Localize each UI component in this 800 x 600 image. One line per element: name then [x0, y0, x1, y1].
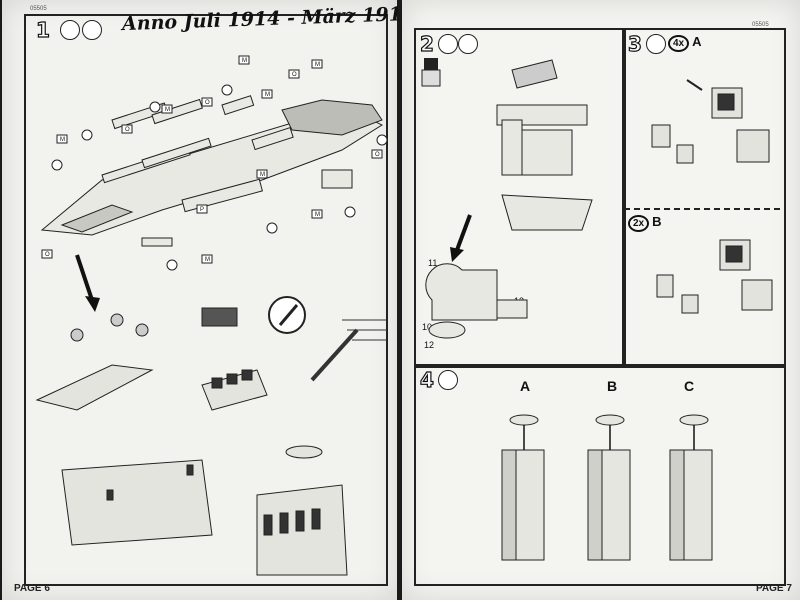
step-3-number: 3 [627, 31, 642, 56]
turret-base-part [35, 364, 154, 411]
svg-text:M: M [165, 107, 170, 113]
column-label-c: C [684, 378, 695, 394]
svg-text:M: M [60, 137, 65, 143]
column-label-b: B [607, 378, 618, 394]
left-page: 05505 1 Anno Juli 1914 - März 1915 M O M [2, 0, 415, 600]
step-3-frame [622, 28, 786, 368]
paint-brush-icon [82, 20, 102, 40]
hull-side-part [61, 459, 213, 546]
step-4-number: 4 [419, 367, 434, 392]
svg-text:O: O [375, 152, 380, 158]
vent-part [201, 307, 238, 327]
svg-text:O: O [125, 127, 130, 133]
svg-text:M: M [315, 62, 320, 68]
bridge-column-part [501, 119, 523, 176]
bridge-label: 11 [428, 258, 438, 268]
glue-icon [438, 370, 458, 390]
svg-text:M: M [205, 257, 210, 263]
column-label-a: A [520, 378, 531, 394]
paint-brush-icon [458, 34, 478, 54]
gun-turret-a-assembled-part [736, 129, 770, 163]
bridge-front-part [521, 129, 573, 176]
step-1-frame [24, 14, 388, 586]
side-wall-part [181, 178, 263, 213]
page-code: 05505 [30, 6, 47, 12]
glue-icon [438, 34, 458, 54]
railing-part [321, 169, 353, 189]
svg-text:M: M [265, 92, 270, 98]
step-4-frame [414, 364, 786, 586]
forecastle-deck-part [281, 99, 383, 136]
deck-wall-part [141, 137, 212, 169]
paint-bottle-icon [424, 58, 438, 72]
gun-turret-b-assembled-part [741, 279, 773, 311]
svg-text:O: O [205, 100, 210, 106]
svg-text:O: O [292, 72, 297, 78]
svg-text:P: P [200, 207, 204, 213]
svg-text:M: M [260, 172, 265, 178]
step-1-number: 1 [35, 17, 50, 42]
svg-text:M: M [242, 58, 247, 64]
step-2-frame [414, 28, 626, 368]
glue-icon [60, 20, 80, 40]
superstructure-part [221, 95, 255, 116]
superstructure-part [251, 127, 294, 151]
page-number: PAGE 7 [756, 583, 792, 594]
stern-deck-part [60, 204, 134, 233]
right-diagrams [421, 58, 773, 561]
right-page: 05505 2 3 4xA 2xB 4 A B C 11 10 12 13 [402, 0, 800, 600]
step-2-number: 2 [419, 31, 434, 56]
divider [624, 208, 780, 210]
page-code: 05505 [752, 22, 769, 28]
stern-piece-part [141, 237, 173, 247]
bridge-base-part [501, 194, 593, 231]
page-number: PAGE 6 [14, 583, 50, 594]
bridge-label: 10 [422, 322, 433, 332]
svg-text:M: M [315, 212, 320, 218]
svg-text:O: O [45, 252, 50, 258]
bridge-label: 12 [424, 340, 435, 350]
superstructure-part [151, 98, 203, 125]
step-1-diagram: M O M M O M O M O M M P M O [35, 55, 388, 576]
glue-icon [646, 34, 666, 54]
finished-bridge-part [425, 263, 498, 321]
